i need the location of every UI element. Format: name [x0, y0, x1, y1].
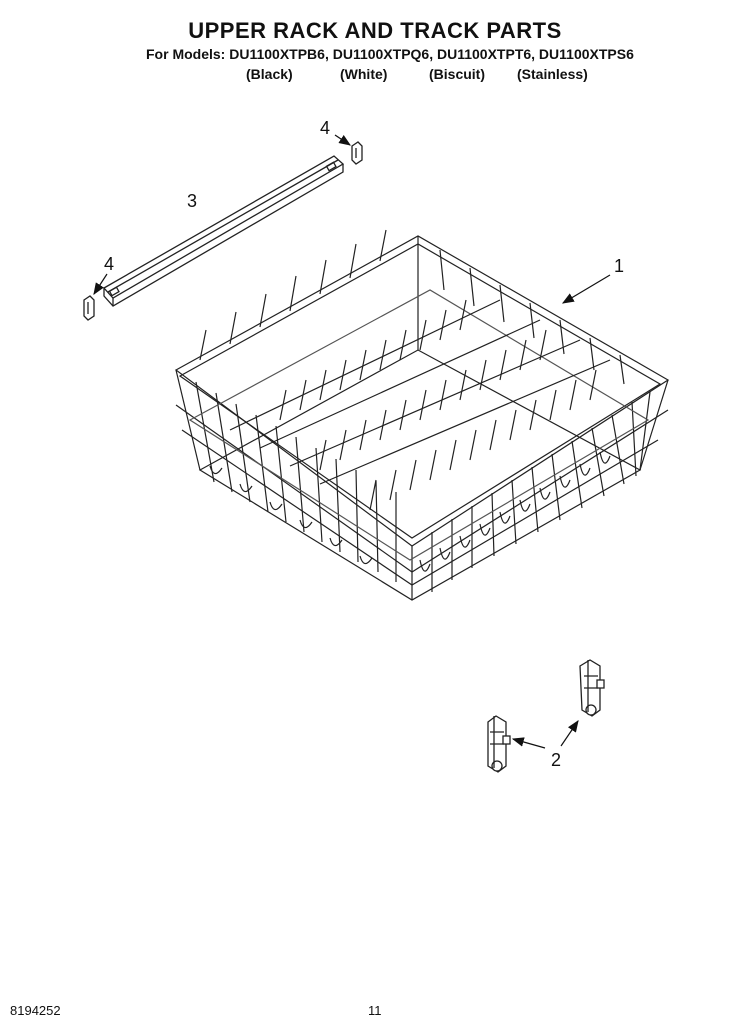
rack-roller-left [487, 715, 511, 773]
end-cap-top [351, 141, 363, 165]
track-rail [102, 155, 345, 307]
doc-number: 8194252 [10, 1003, 61, 1018]
end-cap-left [83, 295, 95, 321]
models-line: For Models: DU1100XTPB6, DU1100XTPQ6, DU… [146, 46, 634, 62]
color-black: (Black) [246, 66, 293, 82]
color-biscuit: (Biscuit) [429, 66, 485, 82]
leader-lines [93, 134, 611, 749]
page-number: 11 [368, 1003, 382, 1018]
callout-rollers: 2 [551, 750, 561, 770]
upper-rack [174, 229, 670, 601]
callout-end-cap-top: 4 [320, 118, 330, 138]
color-stainless: (Stainless) [517, 66, 588, 82]
page-title: UPPER RACK AND TRACK PARTS [188, 18, 562, 43]
callout-rack: 1 [614, 256, 624, 276]
rack-roller-right [579, 659, 605, 717]
callout-end-cap-left: 4 [104, 254, 114, 274]
callout-track: 3 [187, 191, 197, 211]
color-white: (White) [340, 66, 388, 82]
